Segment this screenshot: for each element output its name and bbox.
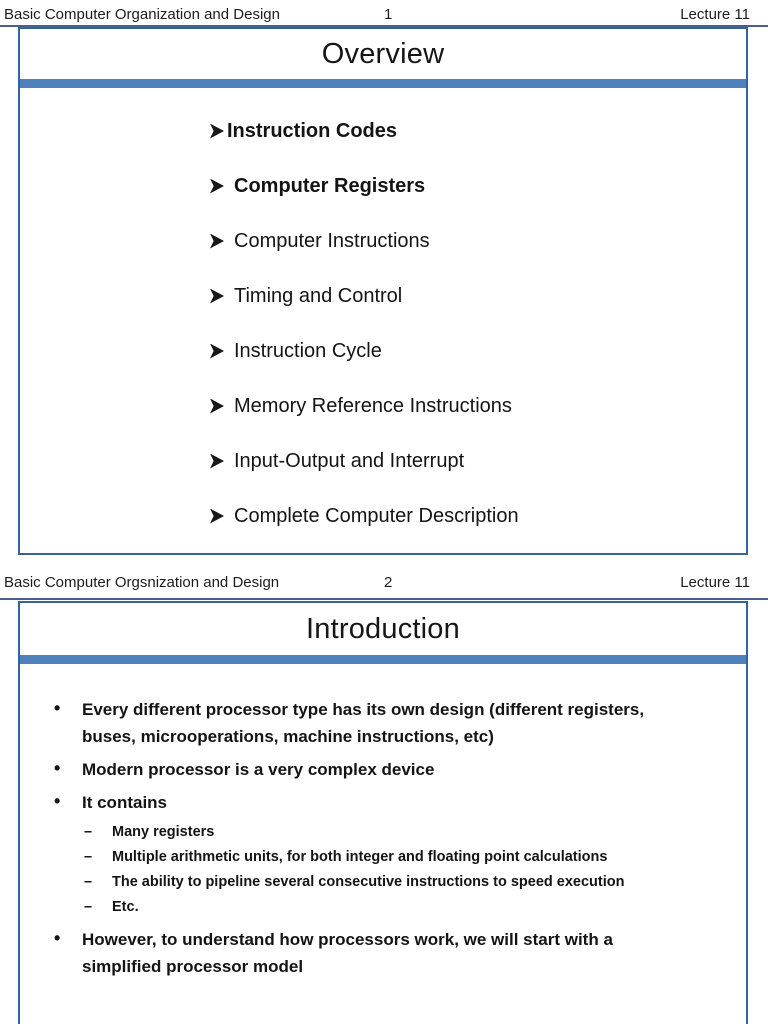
- sub-item-label: The ability to pipeline several consecut…: [112, 874, 625, 890]
- dot-bullet-icon: •: [54, 928, 61, 948]
- list-item: • Modern processor is a very complex devi…: [40, 756, 694, 783]
- list-item-label: It contains: [82, 793, 168, 812]
- list-item: Input-Output and Interrupt: [210, 448, 746, 474]
- list-item-label: Computer Registers: [234, 174, 426, 197]
- list-item: Instruction Codes: [210, 118, 746, 144]
- list-item: Complete Computer Description: [210, 503, 746, 529]
- page-number: 2: [383, 574, 393, 591]
- dash-bullet-icon: –: [84, 849, 93, 865]
- arrow-bullet-icon: [210, 343, 224, 359]
- sub-item-label: Etc.: [112, 899, 139, 915]
- dash-bullet-icon: –: [84, 824, 93, 840]
- overview-topic-list: Instruction Codes Computer Registers Com…: [20, 118, 746, 529]
- list-item-label: Instruction Cycle: [234, 339, 382, 362]
- list-item-label: Instruction Codes: [227, 119, 398, 142]
- dash-bullet-icon: –: [84, 899, 93, 915]
- dot-bullet-icon: •: [54, 791, 61, 811]
- lecture-label: Lecture 11: [680, 574, 750, 591]
- list-item: Timing and Control: [210, 283, 746, 309]
- sub-list-item: – The ability to pipeline several consecu…: [82, 870, 694, 895]
- introduction-bullet-list: • Every different processor type has its …: [20, 696, 746, 980]
- arrow-bullet-icon: [210, 178, 224, 194]
- list-item-label: Complete Computer Description: [234, 504, 519, 527]
- list-item: • Every different processor type has its …: [40, 696, 694, 750]
- list-item-label: Modern processor is a very complex devic…: [82, 760, 435, 779]
- dash-bullet-icon: –: [84, 874, 93, 890]
- title-accent-bar: [20, 79, 746, 88]
- dot-bullet-icon: •: [54, 758, 61, 778]
- dot-bullet-icon: •: [54, 698, 61, 718]
- header-underline: [0, 25, 768, 27]
- arrow-bullet-icon: [210, 453, 224, 469]
- sub-list-item: – Many registers: [82, 820, 694, 845]
- slide-2-running-header: Basic Computer Orgsnization and Design 2…: [4, 574, 752, 594]
- list-item-label: Input-Output and Interrupt: [234, 449, 465, 472]
- slide-introduction: Introduction • Every different processor …: [18, 601, 748, 1024]
- sub-list-item: – Etc.: [82, 895, 694, 920]
- page-number: 1: [383, 6, 393, 23]
- list-item-label: Memory Reference Instructions: [234, 394, 512, 417]
- list-item: Computer Instructions: [210, 228, 746, 254]
- title-accent-bar: [20, 655, 746, 664]
- list-item-label: Every different processor type has its o…: [82, 700, 645, 746]
- list-item: Memory Reference Instructions: [210, 393, 746, 419]
- header-underline: [0, 598, 768, 600]
- slide-1-running-header: Basic Computer Organization and Design 1…: [4, 6, 752, 26]
- arrow-bullet-icon: [210, 123, 224, 139]
- list-item-label: Computer Instructions: [234, 229, 430, 252]
- arrow-bullet-icon: [210, 508, 224, 524]
- list-item-label: However, to understand how processors wo…: [82, 930, 613, 976]
- sub-item-label: Many registers: [112, 824, 215, 840]
- arrow-bullet-icon: [210, 288, 224, 304]
- course-title: Basic Computer Organization and Design: [4, 6, 280, 23]
- list-item: Instruction Cycle: [210, 338, 746, 364]
- arrow-bullet-icon: [210, 398, 224, 414]
- slide-title: Introduction: [306, 612, 460, 645]
- list-item: • However, to understand how processors w…: [40, 926, 694, 980]
- course-title: Basic Computer Orgsnization and Design: [4, 574, 280, 591]
- sub-item-label: Multiple arithmetic units, for both inte…: [112, 849, 608, 865]
- list-item-label: Timing and Control: [234, 284, 403, 307]
- arrow-bullet-icon: [210, 233, 224, 249]
- slide-overview: Overview Instruction Codes Computer Regi…: [18, 27, 748, 555]
- sub-list-item: – Multiple arithmetic units, for both int…: [82, 845, 694, 870]
- list-item: Computer Registers: [210, 173, 746, 199]
- lecture-label: Lecture 11: [680, 6, 750, 23]
- slide-title: Overview: [321, 37, 445, 70]
- list-item: • It contains – Many registers – Multiple a…: [40, 789, 694, 920]
- it-contains-sub-list: – Many registers – Multiple arithmetic uni…: [82, 820, 694, 920]
